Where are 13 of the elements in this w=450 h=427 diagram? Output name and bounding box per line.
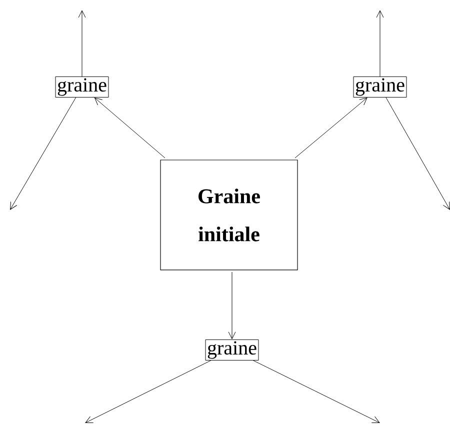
arrow bbox=[10, 97, 76, 210]
seed-box: graine bbox=[353, 76, 407, 98]
seed-box: graine bbox=[55, 76, 109, 98]
arrow bbox=[228, 272, 236, 340]
arrow bbox=[85, 360, 212, 423]
arrow bbox=[78, 10, 86, 77]
seed-box: Graine initiale bbox=[160, 160, 298, 270]
arrow bbox=[386, 97, 450, 210]
arrow bbox=[376, 10, 384, 77]
arrow bbox=[94, 98, 166, 158]
arrow bbox=[294, 98, 368, 158]
seed-box: graine bbox=[205, 339, 259, 361]
arrow bbox=[253, 360, 380, 424]
